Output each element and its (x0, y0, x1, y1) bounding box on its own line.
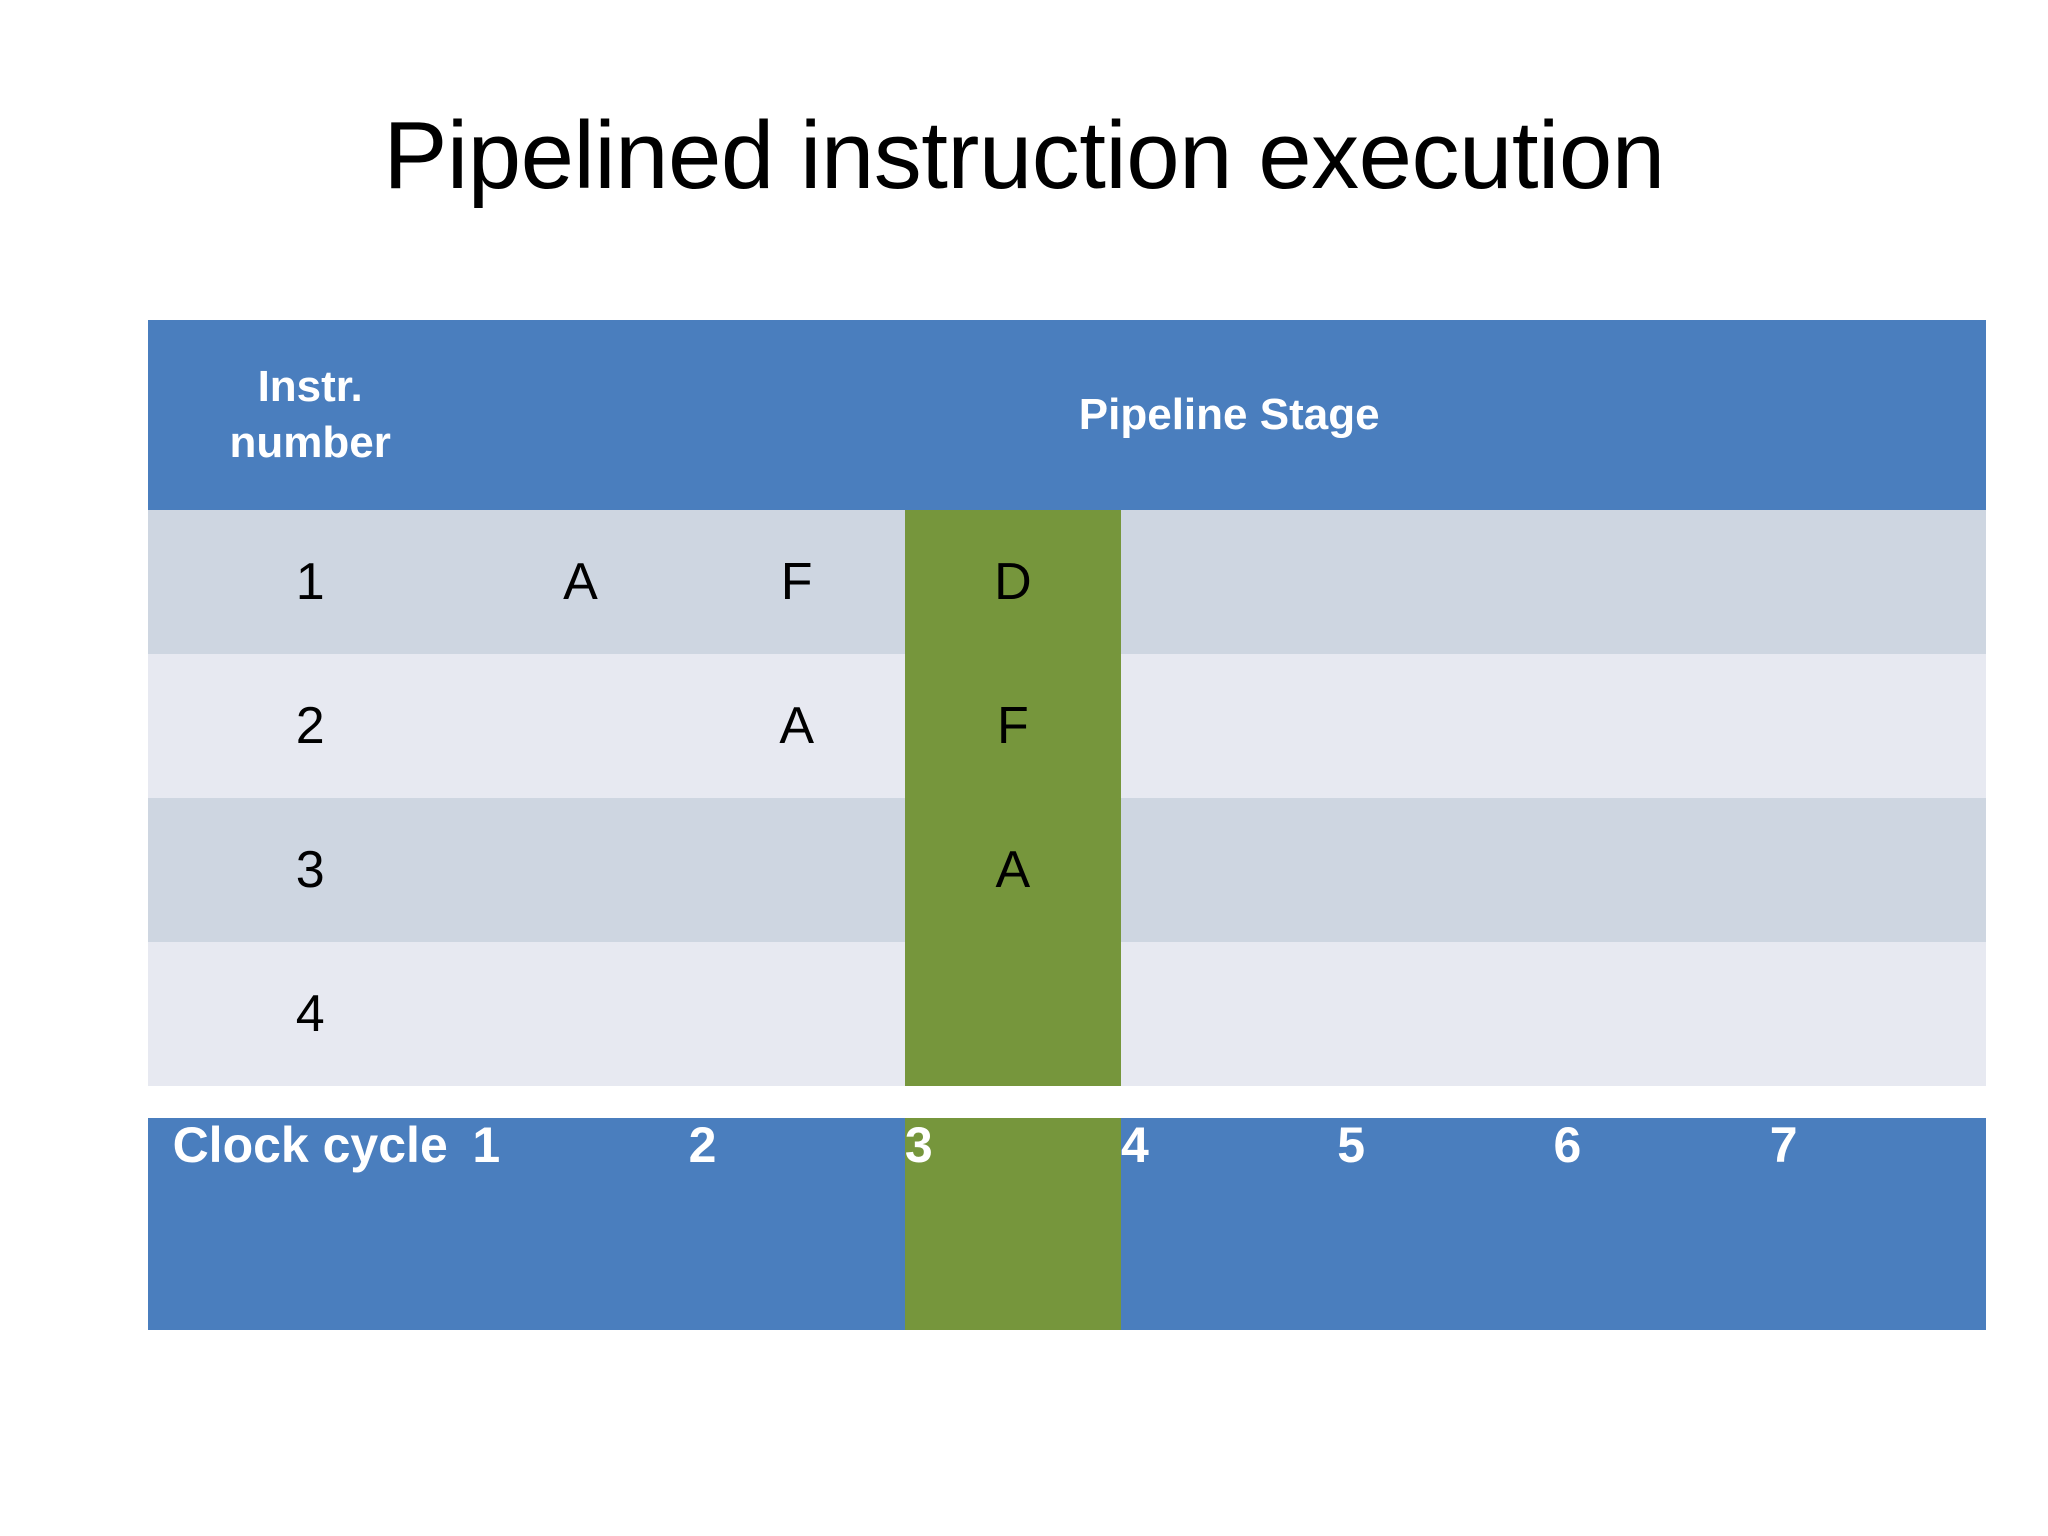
header-instr-line2: number (229, 418, 391, 467)
stage-cell-r2c6 (1553, 654, 1770, 798)
clock-cycle-3: 3 (904, 1118, 1122, 1330)
stage-cell-r4c2 (688, 942, 905, 1086)
stage-cell-r1c3: D (904, 510, 1121, 654)
table-row: 2 A F (148, 654, 1986, 798)
clock-cycle-5: 5 (1337, 1118, 1554, 1330)
stage-cell-r4c1 (472, 942, 689, 1086)
stage-cell-r2c1 (472, 654, 689, 798)
stage-cell-r3c3: A (904, 798, 1121, 942)
pipeline-table: Instr. number Pipeline Stage 1 A F D 2 A… (148, 320, 1986, 1086)
clock-cycle-2: 2 (688, 1118, 905, 1330)
stage-cell-r1c5 (1337, 510, 1554, 654)
stage-cell-r2c4 (1120, 654, 1338, 798)
stage-cell-r4c5 (1337, 942, 1554, 1086)
stage-cell-r3c7 (1769, 798, 1986, 942)
stage-cell-r3c5 (1337, 798, 1554, 942)
table-row: 4 (148, 942, 1986, 1086)
header-instr-number: Instr. number (148, 320, 473, 510)
stage-cell-r2c3: F (904, 654, 1121, 798)
clock-cycle-7: 7 (1769, 1118, 1986, 1330)
table-row: 1 A F D (148, 510, 1986, 654)
stage-cell-r3c2 (688, 798, 905, 942)
clock-cycle-label: Clock cycle (148, 1118, 473, 1330)
clock-cycle-6: 6 (1553, 1118, 1770, 1330)
stage-cell-r2c5 (1337, 654, 1554, 798)
table-row: 3 A (148, 798, 1986, 942)
instr-number-cell: 2 (148, 654, 473, 798)
stage-cell-r1c4 (1120, 510, 1338, 654)
page-title: Pipelined instruction execution (383, 102, 1665, 209)
stage-cell-r1c1: A (472, 510, 689, 654)
stage-cell-r4c4 (1120, 942, 1338, 1086)
stage-cell-r3c6 (1553, 798, 1770, 942)
clock-cycle-table: Clock cycle 1 2 3 4 5 6 7 (148, 1118, 1986, 1330)
stage-cell-r2c7 (1769, 654, 1986, 798)
stage-cell-r1c7 (1769, 510, 1986, 654)
header-instr-line1: Instr. (257, 361, 363, 411)
stage-cell-r1c2: F (688, 510, 905, 654)
stage-cell-r2c2: A (688, 654, 905, 798)
instr-number-cell: 1 (148, 510, 473, 654)
stage-cell-r1c6 (1553, 510, 1770, 654)
stage-cell-r4c6 (1553, 942, 1770, 1086)
table-header-row: Instr. number Pipeline Stage (148, 320, 1986, 510)
header-pipeline-stage: Pipeline Stage (472, 320, 1986, 510)
stage-cell-r3c1 (472, 798, 689, 942)
stage-cell-r4c7 (1769, 942, 1986, 1086)
clock-cycle-1: 1 (472, 1118, 689, 1330)
stage-cell-r4c3 (904, 942, 1121, 1086)
clock-cycle-row: Clock cycle 1 2 3 4 5 6 7 (148, 1118, 1986, 1330)
clock-cycle-4: 4 (1121, 1118, 1338, 1330)
instr-number-cell: 4 (148, 942, 473, 1086)
instr-number-cell: 3 (148, 798, 473, 942)
stage-cell-r3c4 (1120, 798, 1338, 942)
